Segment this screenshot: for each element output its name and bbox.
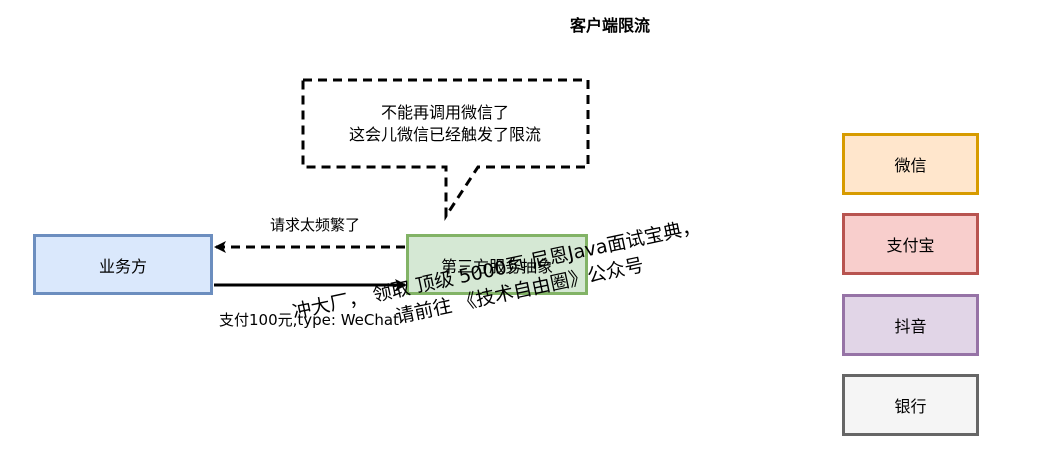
alipay-node-label: 支付宝 bbox=[886, 236, 935, 255]
bank-node-label: 银行 bbox=[894, 397, 927, 416]
diagram-title: 客户端限流 bbox=[569, 16, 650, 35]
wechat-node[interactable]: 微信 bbox=[842, 133, 979, 195]
business-node-label: 业务方 bbox=[98, 256, 147, 276]
wechat-node-label: 微信 bbox=[894, 156, 927, 175]
response-label: 请求太频繁了 bbox=[270, 216, 361, 234]
douyin-node[interactable]: 抖音 bbox=[842, 294, 979, 356]
bank-node[interactable]: 银行 bbox=[842, 374, 979, 436]
third-party-service-node[interactable]: 第三方服务抽象 bbox=[406, 234, 588, 295]
callout-outline bbox=[301, 78, 590, 222]
callout-line-2: 这会儿微信已经触发了限流 bbox=[348, 124, 541, 144]
business-node[interactable]: 业务方 bbox=[33, 234, 213, 295]
service-node-label: 第三方服务抽象 bbox=[440, 256, 553, 276]
request-label: 支付100元,type: WeChat bbox=[219, 311, 399, 329]
callout-line-1: 不能再调用微信了 bbox=[380, 102, 509, 122]
alipay-node[interactable]: 支付宝 bbox=[842, 213, 979, 275]
rate-limit-callout: 不能再调用微信了 这会儿微信已经触发了限流 bbox=[302, 79, 588, 168]
douyin-node-label: 抖音 bbox=[894, 317, 927, 336]
